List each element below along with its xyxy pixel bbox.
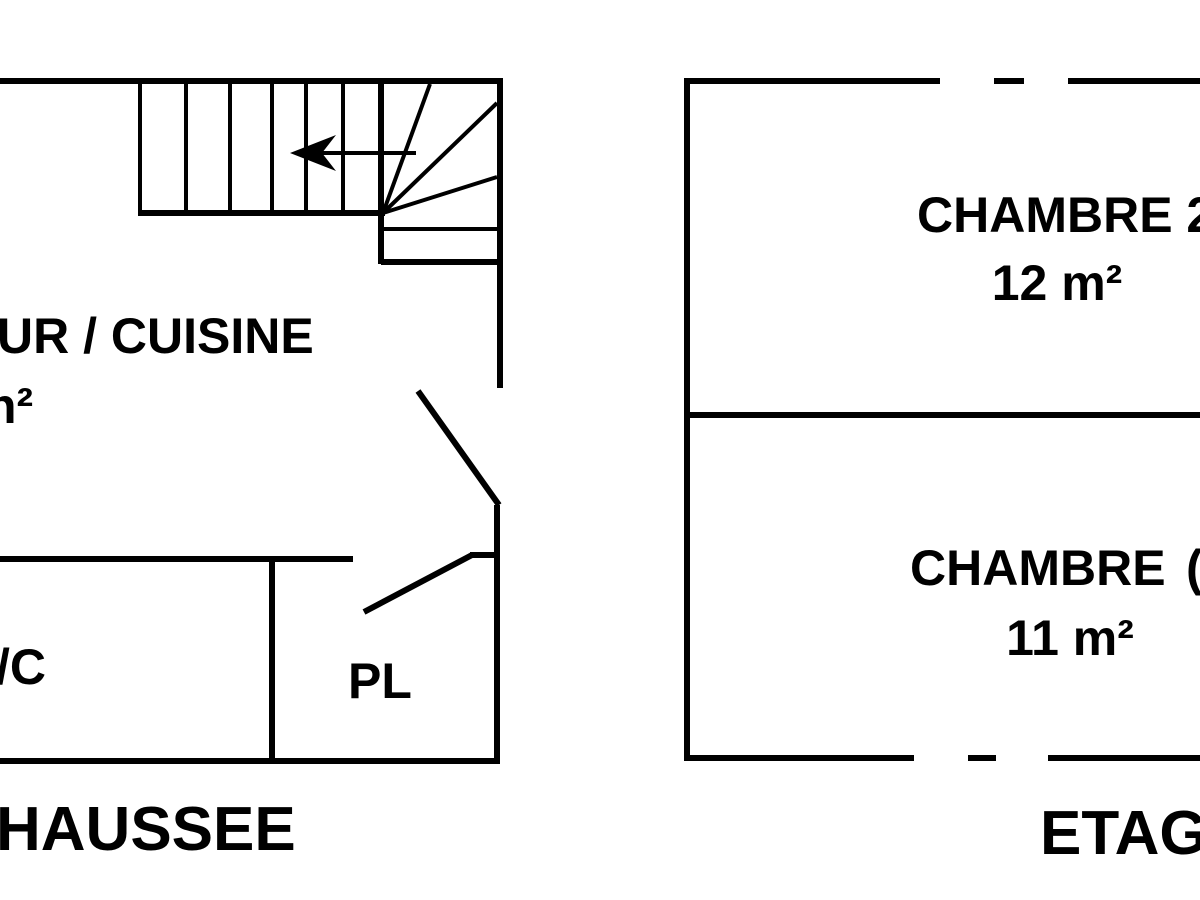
staircase [138,83,500,265]
stair-winder [381,83,432,214]
bedroom-1-label: CHAMBRE [910,540,1166,596]
bedroom-2-area: 12 m² [992,255,1123,311]
wc-label: /C [0,639,46,695]
entrance-door [415,389,502,507]
ground-floor-title: HAUSSEE [0,795,296,864]
stair-winder [382,175,498,215]
ground-floor-plan: UR / CUISINE n² /C PL HAUSSEE [0,78,503,864]
closet-door [362,552,474,615]
stair-arrow-icon [290,135,336,171]
upper-floor-title: ETAG [1040,799,1200,868]
bedroom-1-label-cut: ( [1186,540,1200,596]
closet-label: PL [348,653,412,709]
bedroom-1-area: 11 m² [1006,610,1134,666]
living-room-label: UR / CUISINE [0,308,314,364]
living-room-area: n² [0,378,33,434]
bedroom-2-label: CHAMBRE 2 [917,187,1200,243]
stair-winder [381,101,499,215]
upper-floor-plan: CHAMBRE 2 12 m² CHAMBRE ( 11 m² ETAG [684,78,1200,868]
